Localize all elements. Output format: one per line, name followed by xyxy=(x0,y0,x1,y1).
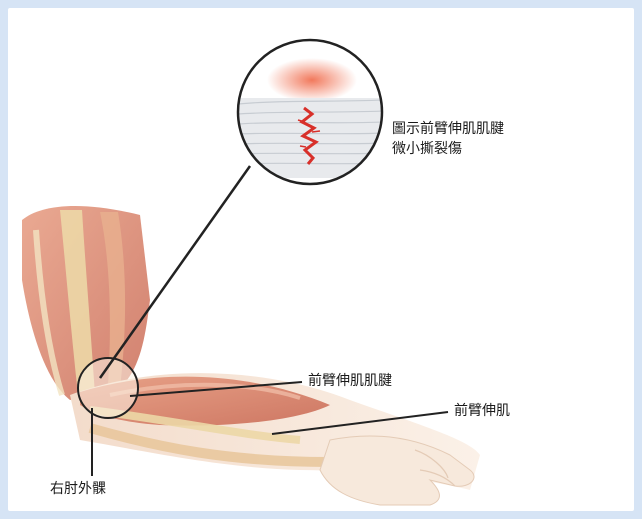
extensor-tendon-label: 前臂伸肌肌腱 xyxy=(308,372,392,390)
magnified-caption-line1: 圖示前臂伸肌肌腱 xyxy=(392,120,504,138)
extensor-muscle-label: 前臂伸肌 xyxy=(454,402,510,420)
lateral-epicondyle-label: 右肘外髁 xyxy=(50,480,106,498)
magnified-tendon-view xyxy=(238,40,384,184)
magnified-caption-line2: 微小撕裂傷 xyxy=(392,140,462,158)
